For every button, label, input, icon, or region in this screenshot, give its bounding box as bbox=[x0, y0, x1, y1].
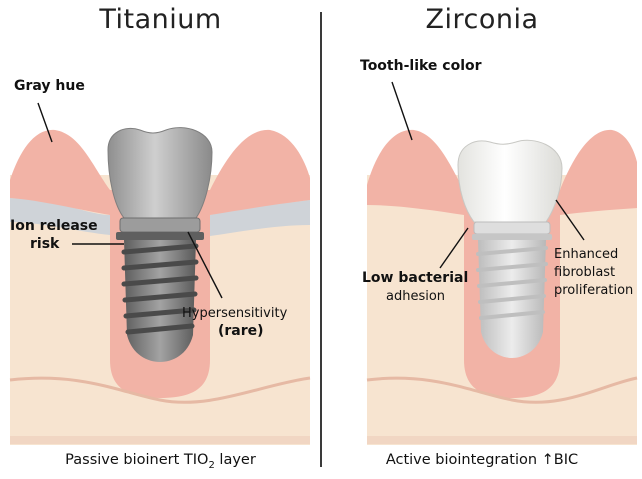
abutment-collar bbox=[474, 222, 550, 234]
ion-release-label-line2: risk bbox=[30, 236, 59, 253]
gum-left bbox=[367, 130, 464, 215]
hypersensitivity-label-line1: Hypersensitivity bbox=[182, 305, 287, 322]
zirconia-caption: Active biointegration ↑BIC bbox=[322, 452, 642, 468]
tooth-color-pointer bbox=[392, 82, 412, 140]
abutment-ring bbox=[472, 234, 552, 240]
gum-right bbox=[560, 130, 637, 215]
fibroblast-label-line1: Enhanced bbox=[554, 246, 618, 263]
zirconia-crown bbox=[458, 140, 562, 222]
ion-release-label-line1: Ion release bbox=[10, 218, 98, 235]
zirconia-title: Zirconia bbox=[322, 4, 642, 35]
titanium-caption-subscript: 2 bbox=[208, 460, 214, 471]
titanium-title: Titanium bbox=[0, 4, 321, 35]
low-bacterial-label-line1: Low bacterial bbox=[362, 270, 468, 287]
titanium-caption-suffix: layer bbox=[215, 452, 256, 468]
titanium-caption: Passive bioinert TIO2 layer bbox=[0, 452, 321, 468]
fibroblast-label-line3: proliferation bbox=[554, 282, 633, 299]
titanium-caption-text: Passive bioinert TIO bbox=[65, 452, 208, 468]
titanium-crown bbox=[108, 128, 212, 218]
low-bacterial-label-line2: adhesion bbox=[386, 288, 445, 305]
gray-hue-label: Gray hue bbox=[14, 78, 85, 95]
abutment-collar bbox=[120, 218, 200, 232]
hypersensitivity-label-line2: (rare) bbox=[218, 323, 264, 340]
zirconia-panel: Zirconia Tooth-like color Low bacterial … bbox=[322, 0, 642, 479]
tooth-like-color-label: Tooth-like color bbox=[360, 58, 482, 75]
titanium-panel: Titanium Gray hue Ion release risk Hyper… bbox=[0, 0, 321, 479]
fibroblast-label-line2: fibroblast bbox=[554, 264, 615, 281]
